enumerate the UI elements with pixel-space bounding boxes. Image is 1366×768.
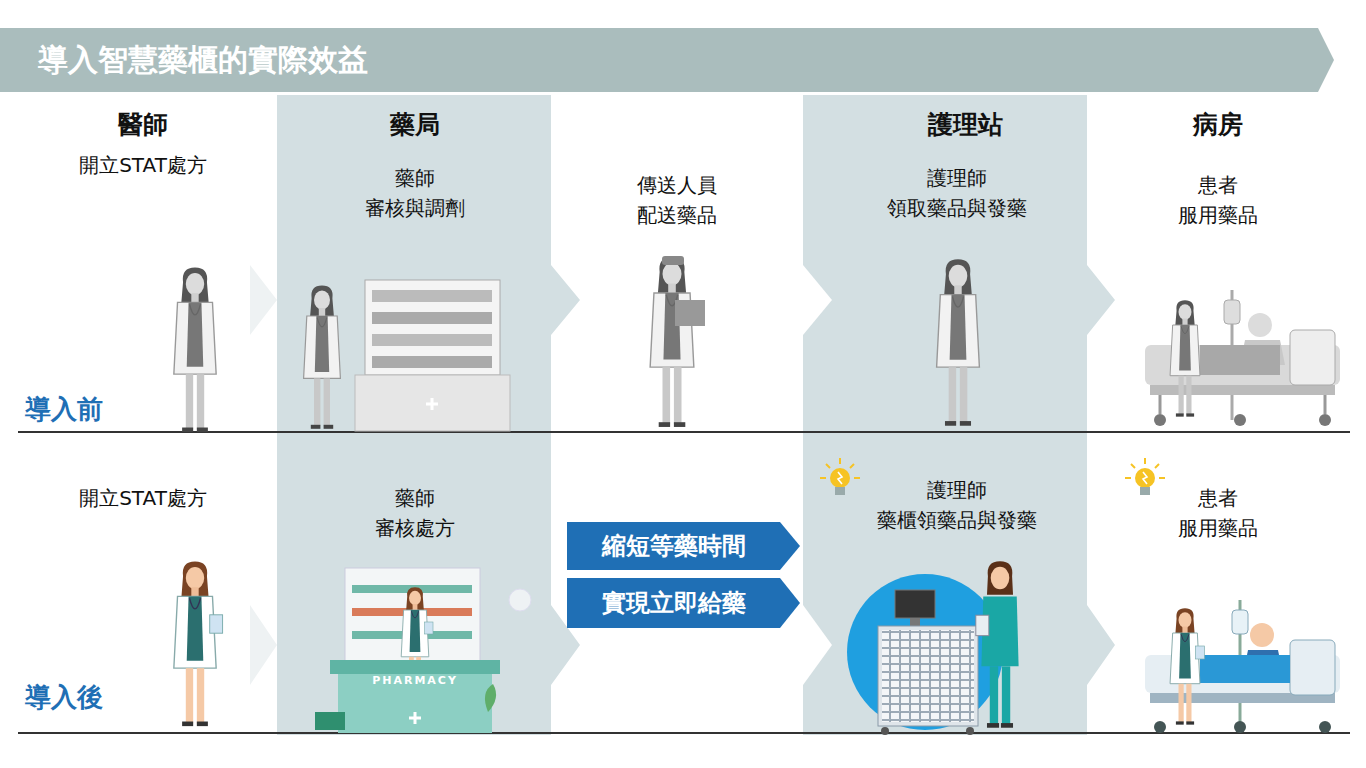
column-header: 醫師 — [118, 106, 168, 144]
chevron — [250, 265, 277, 335]
title-band — [0, 28, 1334, 92]
step-text: 患者 服用藥品 — [1178, 483, 1258, 543]
ward-bed — [1145, 290, 1340, 426]
nurse-figure — [937, 259, 980, 425]
chevron — [803, 265, 832, 335]
title-text: 導入智慧藥櫃的實際效益 — [0, 40, 368, 81]
row-line — [18, 431, 1350, 433]
ward-doctor-figure — [1170, 300, 1200, 416]
column-header: 護理站 — [928, 106, 1003, 144]
bulb-icon — [820, 458, 860, 495]
courier-figure — [650, 256, 705, 427]
step-text: 護理師 領取藥品與發藥 — [887, 163, 1027, 223]
pharmacy-shelf — [355, 280, 510, 431]
arrow-fill — [567, 522, 800, 570]
step-text: 藥師 審核處方 — [375, 483, 455, 543]
step-text: 開立STAT處方 — [79, 150, 207, 180]
ward-doctor-figure — [1170, 608, 1204, 724]
step-text: 開立STAT處方 — [79, 483, 207, 513]
pharmacist-figure — [304, 286, 341, 429]
benefit-text: 縮短等藥時間 — [602, 530, 746, 562]
chevron — [250, 605, 277, 685]
title-banner: 導入智慧藥櫃的實際效益 — [0, 28, 368, 92]
column-header: 藥局 — [390, 106, 440, 144]
doctor-figure — [174, 267, 216, 432]
step-text: 藥師 審核與調劑 — [365, 163, 465, 223]
step-text: 護理師 藥櫃領藥品與發藥 — [877, 475, 1037, 535]
row-label: 導入後 — [25, 678, 103, 717]
station-column — [803, 95, 1115, 735]
smart-cabinet — [847, 574, 1003, 735]
chevron — [803, 605, 832, 685]
row-line — [18, 732, 1350, 734]
step-text: 傳送人員 配送藥品 — [637, 170, 717, 230]
bulb-icon — [1125, 458, 1165, 495]
pharmacy-desk — [315, 660, 500, 733]
ward-bed — [1145, 600, 1340, 733]
step-text: 患者 服用藥品 — [1178, 170, 1258, 230]
arrow-fill — [567, 578, 800, 628]
doctor-figure — [174, 561, 223, 726]
row-label: 導入前 — [25, 390, 103, 429]
pharmacy-column — [277, 95, 580, 735]
benefit-arrow-box: 縮短等藥時間 — [567, 522, 780, 570]
benefit-text: 實現立即給藥 — [602, 587, 746, 619]
nurse-figure — [976, 561, 1019, 727]
column-header: 病房 — [1193, 106, 1243, 144]
pharmacy-counter — [345, 568, 531, 663]
sign-text: PHARMACY — [372, 674, 458, 687]
benefit-arrow-box: 實現立即給藥 — [567, 578, 780, 628]
